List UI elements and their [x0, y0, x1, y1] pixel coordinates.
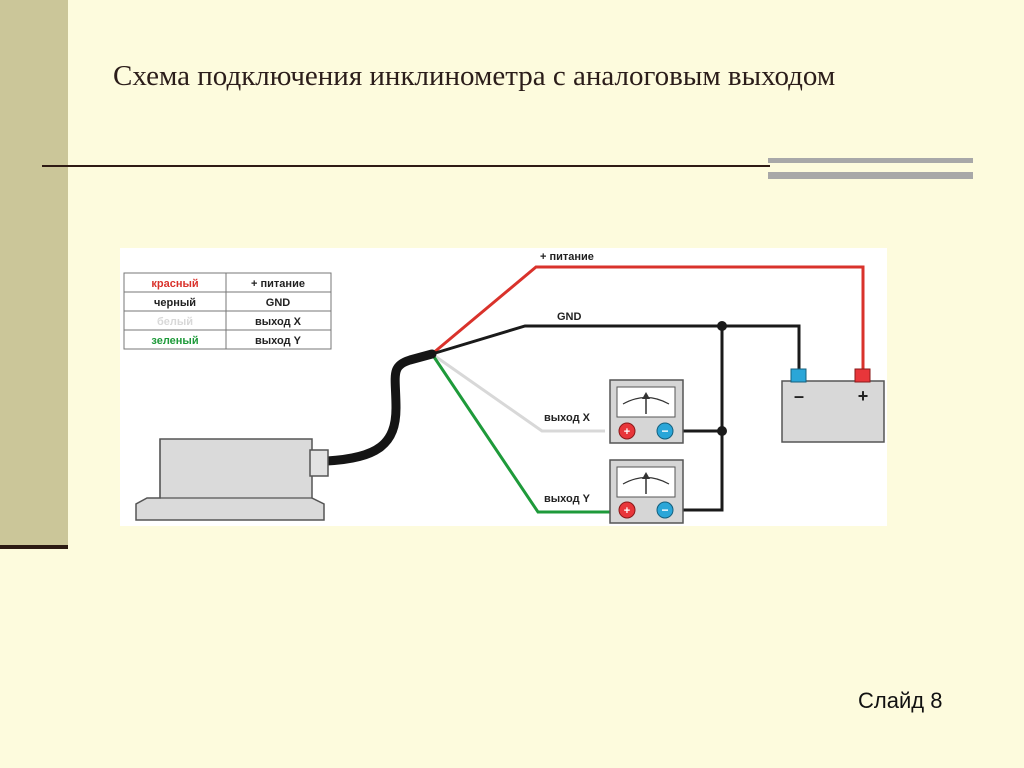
voltmeter-x: + − [609, 379, 684, 444]
battery: – + [781, 368, 885, 443]
legend-signal-power: + питание [251, 278, 305, 290]
side-decor-bar [0, 0, 68, 546]
wire-black-gnd [431, 324, 801, 372]
title-rule-dark [42, 165, 770, 167]
wire-color-table: красный + питание черный GND белый выход… [123, 272, 332, 350]
side-decor-line [0, 545, 68, 549]
meter-x-minus-sign: − [661, 424, 668, 438]
battery-plus-sign: + [858, 386, 869, 406]
voltmeter-y: + − [609, 459, 684, 524]
wire-green-out-y [430, 353, 612, 514]
sensor-cable [322, 349, 437, 466]
legend-signal-out-y: выход Y [255, 335, 302, 347]
battery-minus-terminal [790, 368, 807, 383]
label-power: + питание [540, 251, 594, 263]
meter-y-plus-terminal [618, 501, 636, 519]
wire-white-out-x [431, 352, 605, 433]
slide-number: Слайд 8 [858, 688, 943, 713]
legend-color-white: белый [157, 316, 193, 328]
slide-title: Схема подключения инклинометра с аналого… [113, 60, 836, 92]
wire-ground-bus [665, 326, 724, 512]
wiring-diagram: красный + питание черный GND белый выход… [120, 248, 887, 526]
junction-dot-meter-x [717, 426, 727, 436]
legend-color-green: зеленый [151, 335, 198, 347]
title-rule-grey-bottom [768, 172, 973, 179]
legend-signal-gnd: GND [266, 297, 291, 309]
meter-x-plus-terminal [618, 422, 636, 440]
meter-x-plus-sign: + [624, 426, 630, 438]
wire-red-power [431, 265, 865, 372]
title-rule-grey-top [768, 158, 973, 163]
meter-y-plus-sign: + [624, 505, 630, 517]
legend-color-black: черный [154, 297, 196, 309]
junction-dot-gnd [717, 321, 727, 331]
inclinometer-sensor [135, 438, 329, 521]
legend-signal-out-x: выход X [255, 316, 302, 328]
meter-x-minus-terminal [656, 422, 674, 440]
meter-y-minus-sign: − [661, 503, 668, 517]
battery-minus-sign: – [794, 386, 804, 406]
battery-plus-terminal [854, 368, 871, 383]
label-out-x: выход X [544, 412, 591, 424]
label-gnd: GND [557, 311, 582, 323]
label-out-y: выход Y [544, 493, 591, 505]
legend-color-red: красный [151, 278, 198, 290]
meter-y-minus-terminal [656, 501, 674, 519]
